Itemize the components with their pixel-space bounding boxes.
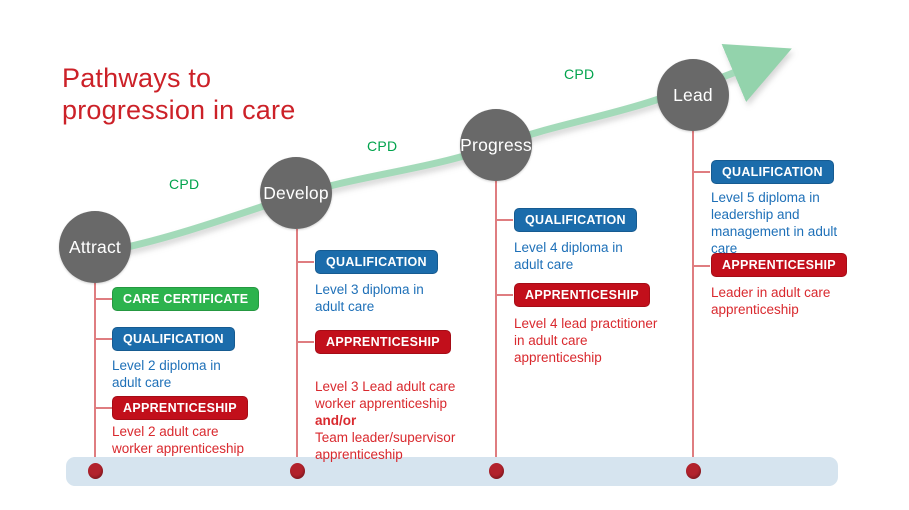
apprenticeship-desc-lead: Leader in adult care apprenticeship bbox=[711, 285, 831, 317]
apprenticeship-badge-develop: APPRENTICESHIP bbox=[315, 330, 451, 354]
qualification-desc-develop: Level 3 diploma in adult care bbox=[315, 282, 424, 314]
tick bbox=[694, 265, 710, 267]
timeline-dot-progress bbox=[489, 463, 504, 479]
apprenticeship-badge-progress: APPRENTICESHIP bbox=[514, 283, 650, 307]
connector-line-develop bbox=[296, 229, 298, 471]
qualification-badge-lead: QUALIFICATION bbox=[711, 160, 834, 184]
tick bbox=[497, 294, 513, 296]
stage-circle-attract: Attract bbox=[59, 211, 131, 283]
connector-line-progress bbox=[495, 181, 497, 471]
timeline-bar bbox=[66, 457, 838, 486]
tick bbox=[298, 261, 314, 263]
apprenticeship-desc-andor: and/or bbox=[315, 413, 357, 428]
qualification-desc-lead: Level 5 diploma in leadership and manage… bbox=[711, 190, 838, 256]
tick bbox=[694, 171, 710, 173]
stage-circle-develop: Develop bbox=[260, 157, 332, 229]
connector-line-lead bbox=[692, 131, 694, 471]
stage-circle-progress: Progress bbox=[460, 109, 532, 181]
timeline-dot-attract bbox=[88, 463, 103, 479]
stage-label: Develop bbox=[263, 182, 329, 203]
qualification-desc-progress: Level 4 diploma in adult care bbox=[514, 240, 623, 272]
page-title: Pathways to progression in care bbox=[62, 63, 296, 126]
stage-label: Progress bbox=[460, 134, 532, 155]
care-certificate-badge-attract: CARE CERTIFICATE bbox=[112, 287, 260, 311]
timeline-dot-lead bbox=[686, 463, 701, 479]
qualification-desc-attract: Level 2 diploma in adult care bbox=[112, 358, 221, 390]
stage-label: Lead bbox=[673, 84, 713, 105]
timeline-dot-develop bbox=[290, 463, 305, 479]
qualification-badge-attract: QUALIFICATION bbox=[112, 327, 235, 351]
apprenticeship-desc-develop: Level 3 Lead adult care worker apprentic… bbox=[315, 361, 495, 463]
stage-circle-lead: Lead bbox=[657, 59, 729, 131]
tick bbox=[96, 407, 112, 409]
apprenticeship-desc-part2: Team leader/supervisor apprenticeship bbox=[315, 430, 456, 462]
cpd-label-1: CPD bbox=[169, 176, 200, 192]
qualification-badge-progress: QUALIFICATION bbox=[514, 208, 637, 232]
tick bbox=[96, 338, 112, 340]
apprenticeship-desc-progress: Level 4 lead practitioner in adult care … bbox=[514, 316, 658, 365]
connector-line-attract bbox=[94, 283, 96, 471]
apprenticeship-badge-lead: APPRENTICESHIP bbox=[711, 253, 847, 277]
stage-label: Attract bbox=[69, 236, 121, 257]
tick bbox=[298, 341, 314, 343]
cpd-label-3: CPD bbox=[564, 66, 595, 82]
qualification-badge-develop: QUALIFICATION bbox=[315, 250, 438, 274]
apprenticeship-desc-attract: Level 2 adult care worker apprenticeship bbox=[112, 424, 245, 456]
apprenticeship-desc-part1: Level 3 Lead adult care worker apprentic… bbox=[315, 379, 456, 411]
cpd-label-2: CPD bbox=[367, 138, 398, 154]
tick bbox=[96, 298, 112, 300]
apprenticeship-badge-attract: APPRENTICESHIP bbox=[112, 396, 248, 420]
tick bbox=[497, 219, 513, 221]
